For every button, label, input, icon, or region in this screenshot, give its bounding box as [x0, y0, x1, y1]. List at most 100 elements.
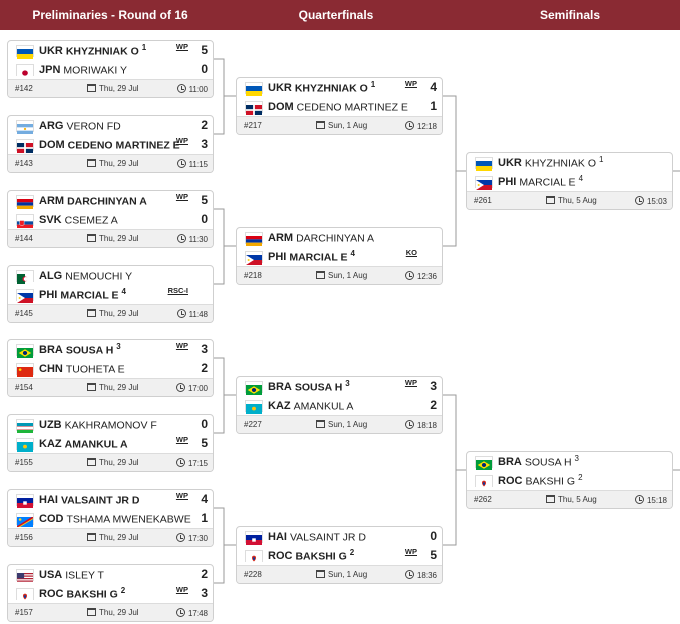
seed-number: 4 [121, 287, 126, 297]
score: 5 [201, 193, 208, 207]
decision-badge: WP [175, 192, 188, 201]
score: 5 [201, 43, 208, 57]
clock-icon [176, 308, 186, 318]
arm-flag-icon [16, 194, 34, 209]
match-date: Thu, 29 Jul [87, 383, 139, 392]
match-id: #218 [244, 271, 262, 280]
score: 2 [201, 361, 208, 375]
noc-code: UKR [268, 81, 292, 94]
score: 2 [430, 398, 437, 412]
clock-icon [634, 494, 644, 504]
noc-code: BRA [39, 343, 63, 356]
round-header-bar: Preliminaries - Round of 16 Quarterfinal… [0, 0, 680, 30]
decision-badge: WP [404, 547, 417, 556]
match-time: 11:15 [176, 158, 208, 169]
match-time: 15:18 [634, 494, 667, 505]
athlete-name: AMANKUL A [64, 438, 128, 451]
decision-badge: WP [404, 79, 417, 88]
noc-code: DOM [39, 138, 65, 151]
match-time: 12:36 [404, 270, 437, 281]
clock-icon [175, 532, 185, 542]
decision-badge: RSC-I [167, 286, 188, 295]
match-time: 17:30 [175, 532, 208, 543]
noc-code: UKR [498, 156, 522, 169]
calendar-icon [87, 608, 96, 616]
match-time: 17:48 [175, 607, 208, 618]
athlete-name: TSHAMA MWENEKABWE [66, 513, 191, 526]
seed-number: 4 [578, 174, 584, 184]
athlete-name: TUOHETA E [65, 363, 125, 376]
decision-badge: WP [175, 491, 188, 500]
phi-flag-icon [245, 250, 263, 265]
calendar-icon [87, 309, 96, 317]
match-time: 17:15 [175, 457, 208, 468]
cod-flag-icon [16, 512, 34, 527]
jpn-flag-icon [16, 63, 34, 78]
decision-badge: WP [175, 585, 188, 594]
seed-number: 1 [370, 80, 376, 90]
hai-flag-icon [245, 530, 263, 545]
athlete-name: VALSAINT JR D [60, 494, 140, 507]
seed-number: 2 [578, 473, 583, 483]
score: 3 [201, 137, 208, 151]
usa-flag-icon [16, 568, 34, 583]
match-date: Thu, 29 Jul [87, 458, 139, 467]
match-time: 17:00 [175, 382, 208, 393]
calendar-icon [316, 420, 325, 428]
noc-code: ALG [39, 269, 63, 282]
calendar-icon [87, 234, 96, 242]
noc-code: ROC [268, 549, 293, 562]
roc-flag-icon [16, 587, 34, 602]
match-date: Thu, 5 Aug [546, 196, 597, 205]
noc-code: UKR [39, 44, 63, 57]
athlete-name: ISLEY T [65, 569, 104, 582]
